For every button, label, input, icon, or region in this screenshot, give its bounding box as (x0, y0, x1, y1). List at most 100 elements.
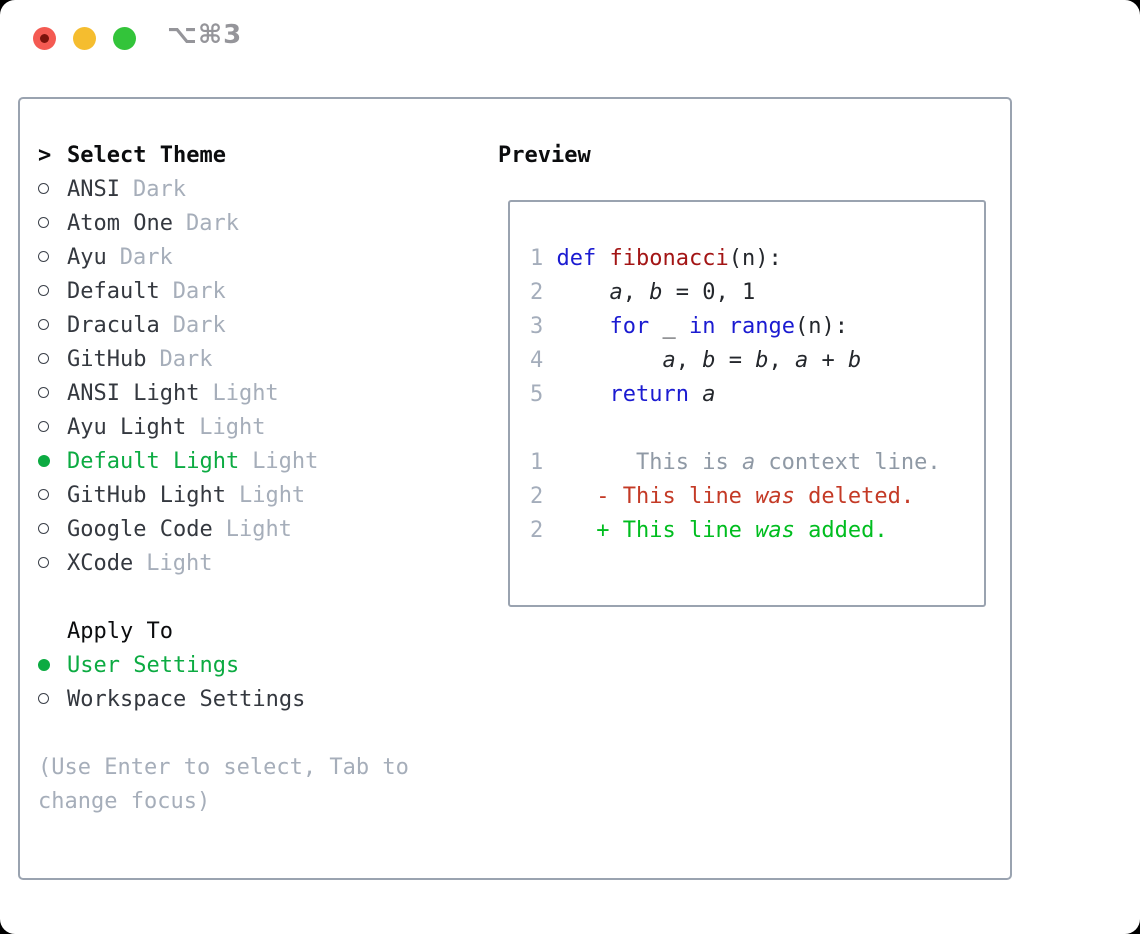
code-token: 2 (530, 280, 610, 305)
help-text: (Use Enter to select, Tab to change focu… (38, 755, 409, 814)
spacer (38, 581, 438, 615)
radio-circle (38, 319, 49, 330)
cursor-icon: > (38, 143, 52, 168)
code-token: 5 (530, 382, 610, 407)
apply-option-workspace-settings[interactable]: Workspace Settings (38, 683, 438, 717)
code-token: , (768, 348, 795, 373)
code-token: = (715, 348, 756, 373)
apply-option-label: User Settings (67, 653, 240, 678)
code-token: 1 (530, 246, 557, 271)
code-token: range (728, 314, 795, 339)
code-token: (n): (728, 246, 782, 271)
code-token: a (702, 382, 716, 407)
theme-variant: Dark (159, 347, 213, 372)
code-token (715, 314, 728, 339)
code-token: a (794, 348, 809, 373)
theme-name: Ayu Light (67, 415, 187, 440)
theme-option-ayu[interactable]: Ayu Dark (38, 241, 438, 275)
code-token: b (702, 348, 716, 373)
radio-icon (38, 275, 67, 309)
theme-option-atom-one[interactable]: Atom One Dark (38, 207, 438, 241)
code-token: added. (794, 518, 888, 543)
radio-icon (38, 479, 67, 513)
theme-variant: Light (238, 483, 306, 508)
theme-name: Default (67, 279, 160, 304)
radio-icon (38, 241, 67, 275)
theme-variant: Light (212, 381, 279, 406)
blank-line (530, 412, 974, 446)
code-token: _ (649, 314, 689, 339)
code-token: - This line (596, 484, 756, 509)
radio-circle (38, 658, 50, 671)
radio-circle (38, 421, 49, 432)
code-token: context line. (755, 450, 941, 475)
radio-icon (38, 411, 67, 445)
theme-option-default-light[interactable]: Default Light Light (38, 445, 438, 479)
theme-option-ansi-light[interactable]: ANSI Light Light (38, 377, 438, 411)
traffic-lights (33, 27, 136, 50)
close-button-icon[interactable] (33, 27, 56, 50)
theme-option-google-code[interactable]: Google Code Light (38, 513, 438, 547)
theme-variant: Dark (185, 211, 239, 236)
code-token: was (755, 484, 795, 509)
radio-circle (38, 693, 49, 704)
code-token (596, 246, 609, 271)
preview-heading: Preview (498, 143, 591, 168)
theme-option-github[interactable]: GitHub Dark (38, 343, 438, 377)
apply-option-label: Workspace Settings (67, 687, 306, 712)
theme-variant: Dark (172, 313, 226, 338)
apply-to-heading: Apply To (67, 619, 173, 644)
code-token: , (622, 280, 650, 305)
select-theme-heading: > Select Theme (38, 139, 438, 173)
radio-circle (38, 285, 49, 296)
radio-circle (38, 557, 49, 568)
theme-name: ANSI Light (67, 381, 200, 406)
code-line: 2 - This line was deleted. (530, 480, 974, 514)
theme-name: Google Code (67, 517, 213, 542)
apply-option-user-settings[interactable]: User Settings (38, 649, 438, 683)
code-line: 4 a, b = b, a + b (530, 344, 974, 378)
code-line: 2 a, b = 0, 1 (530, 276, 974, 310)
code-line: 3 for _ in range(n): (530, 310, 974, 344)
code-token: in (688, 314, 716, 339)
code-token: b (755, 348, 769, 373)
minimize-button-icon[interactable] (73, 27, 96, 50)
radio-circle (38, 251, 49, 262)
code-token (689, 382, 702, 407)
radio-icon (38, 173, 67, 207)
radio-icon (38, 683, 67, 717)
theme-variant: Light (252, 449, 319, 474)
radio-icon (38, 309, 67, 343)
radio-selected-icon (38, 649, 67, 683)
code-token: fibonacci (609, 246, 729, 271)
theme-variant: Dark (119, 245, 173, 270)
radio-icon (38, 377, 67, 411)
maximize-button-icon[interactable] (113, 27, 136, 50)
theme-variant: Light (225, 517, 292, 542)
radio-circle (38, 183, 49, 194)
select-theme-heading-label: Select Theme (67, 143, 226, 168)
code-line: 2 + This line was added. (530, 514, 974, 548)
theme-name: Atom One (67, 211, 173, 236)
theme-name: GitHub (67, 347, 147, 372)
code-token: + This line (596, 518, 756, 543)
theme-variant: Light (146, 551, 213, 576)
code-token: 2 (530, 518, 597, 543)
theme-name: Default Light (67, 449, 240, 474)
code-token: def (556, 246, 597, 271)
theme-name: Ayu (67, 245, 107, 270)
radio-icon (38, 207, 67, 241)
code-token: a (609, 280, 623, 305)
code-token: deleted. (794, 484, 915, 509)
